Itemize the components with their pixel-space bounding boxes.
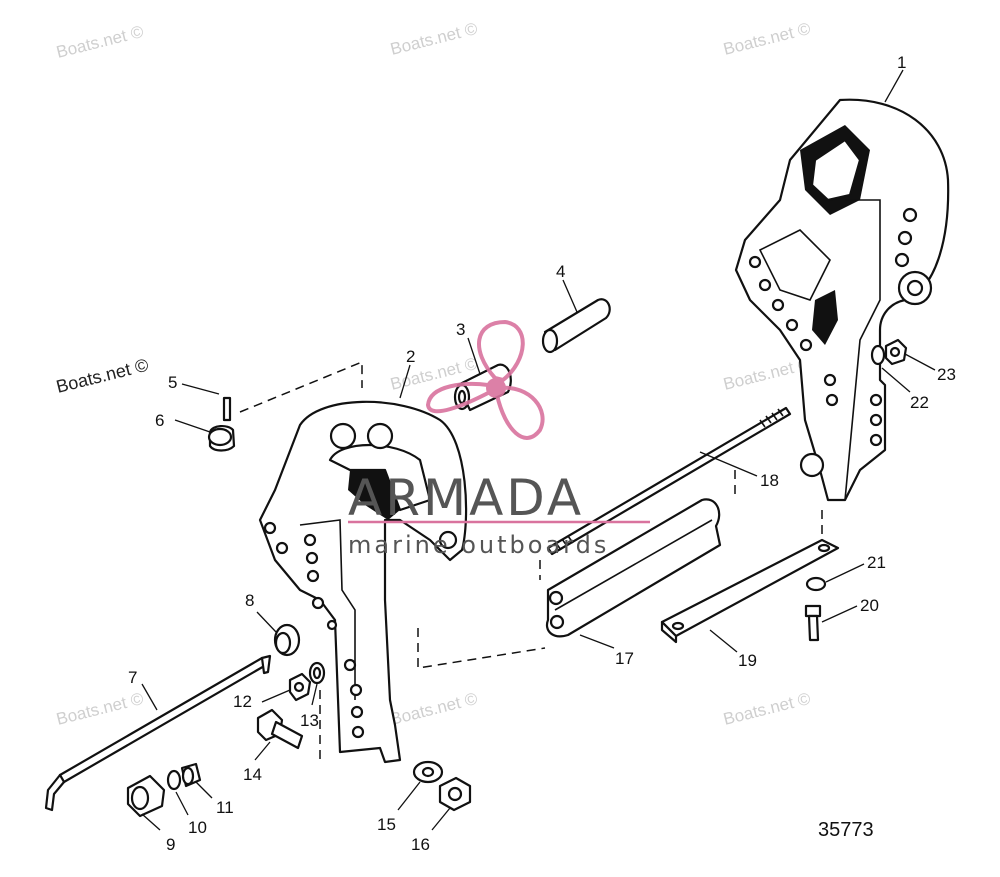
- callout-16: 16: [411, 835, 430, 854]
- part-10-washer: [166, 769, 182, 791]
- callout-4: 4: [556, 262, 565, 281]
- watermark: Boats.net ©: [54, 689, 145, 729]
- part-4-pin: [541, 298, 611, 354]
- leader-lines: [141, 69, 936, 831]
- callout-5: 5: [168, 373, 177, 392]
- callout-12: 12: [233, 692, 252, 711]
- callout-6: 6: [155, 411, 164, 430]
- part-5-cotter-pin: [222, 396, 232, 422]
- callout-23: 23: [937, 365, 956, 384]
- callout-7: 7: [128, 668, 137, 687]
- brand-tagline: marine outboards: [348, 531, 609, 559]
- part-11-spacer: [180, 762, 202, 788]
- callout-2: 2: [406, 347, 415, 366]
- part-22-washer: [870, 344, 886, 366]
- armada-logo: ARMADA marine outboards: [348, 319, 650, 559]
- callout-14: 14: [243, 765, 262, 784]
- callout-22: 22: [910, 393, 929, 412]
- callout-8: 8: [245, 591, 254, 610]
- part-8-plug: [273, 623, 301, 657]
- part-9-nut: [126, 774, 166, 818]
- part-14-bolt: [256, 708, 304, 750]
- callout-11: 11: [216, 798, 234, 817]
- figure-number: 35773: [818, 819, 874, 841]
- callout-19: 19: [738, 651, 757, 670]
- alignment-lines: [239, 360, 823, 760]
- callout-20: 20: [860, 596, 879, 615]
- callout-3: 3: [456, 320, 465, 339]
- part-13-washer: [308, 661, 326, 685]
- watermark-main: Boats.net ©: [54, 355, 150, 397]
- watermark: Boats.net ©: [388, 19, 479, 59]
- part-7-rod: [44, 654, 272, 812]
- watermark: Boats.net ©: [388, 689, 479, 729]
- part-21-washer: [805, 576, 827, 592]
- part-20-bolt: [804, 604, 822, 642]
- callout-15: 15: [377, 815, 396, 834]
- watermark: Boats.net ©: [721, 19, 812, 59]
- callout-17: 17: [615, 649, 634, 668]
- callout-21: 21: [867, 553, 886, 572]
- brand-name: ARMADA: [348, 469, 584, 527]
- watermark: Boats.net ©: [721, 689, 812, 729]
- part-6-cap: [207, 425, 236, 452]
- callout-9: 9: [166, 835, 175, 854]
- part-19-bar: [660, 538, 840, 644]
- part-15-washer: [412, 760, 444, 784]
- callouts: 1 2 3 4 5 6 7 8 9 10 11 12 13 14 15 16 1…: [128, 53, 956, 854]
- callout-18: 18: [760, 471, 779, 490]
- part-1-right-bracket: [734, 98, 950, 502]
- callout-10: 10: [188, 818, 207, 837]
- part-17-tube: [545, 498, 722, 638]
- callout-1: 1: [897, 53, 906, 72]
- part-23-nut: [884, 338, 908, 366]
- callout-13: 13: [300, 711, 319, 730]
- part-12-nut: [288, 672, 312, 702]
- part-2-left-bracket: [258, 400, 468, 764]
- part-3-bushing: [453, 363, 512, 412]
- part-16-nut: [438, 776, 472, 812]
- propeller-logo: [425, 319, 545, 440]
- watermark: Boats.net ©: [54, 22, 145, 62]
